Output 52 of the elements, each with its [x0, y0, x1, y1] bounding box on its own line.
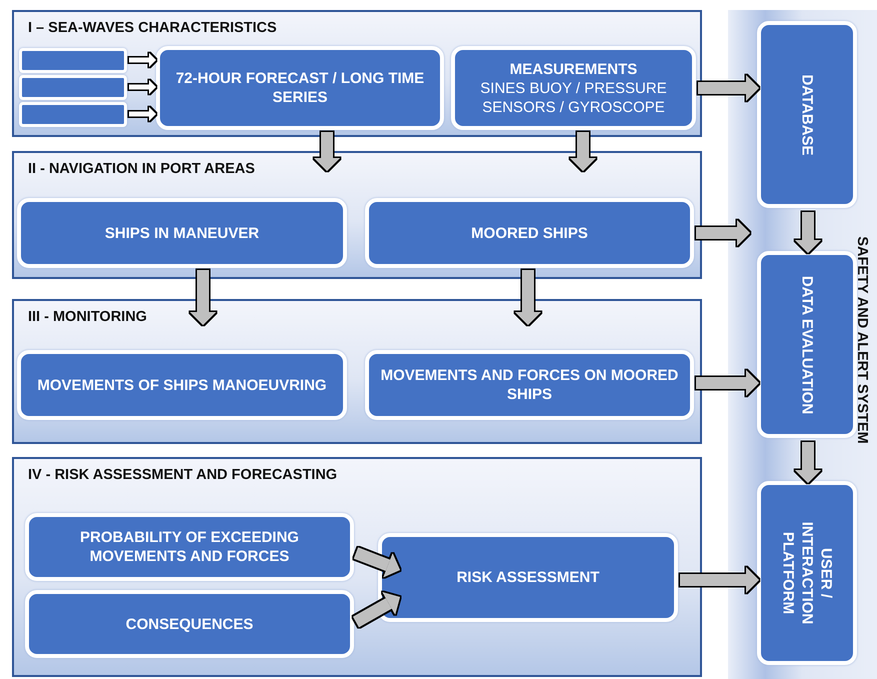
box-label: DATABASE — [798, 72, 816, 158]
section-panel — [12, 10, 702, 137]
block-arrow — [354, 547, 400, 578]
process-box — [25, 590, 354, 658]
section-heading: IV - RISK ASSESSMENT AND FORECASTING — [28, 467, 338, 483]
box-label: CONSEQUENCES — [126, 614, 254, 634]
section-panel — [12, 299, 702, 444]
process-box — [156, 46, 444, 130]
process-box — [365, 198, 694, 268]
process-box — [17, 350, 347, 420]
section-panel — [12, 151, 702, 279]
box-label: 72-HOUR FORECAST / LONG TIME SERIES — [174, 69, 426, 107]
empty-box — [19, 48, 127, 73]
block-arrow — [190, 270, 216, 325]
empty-box — [19, 75, 127, 100]
block-arrow — [696, 220, 750, 246]
section-heading: II - NAVIGATION IN PORT AREAS — [28, 161, 255, 177]
box-label: SHIPS IN MANEUVER — [104, 224, 260, 242]
section-heading: III - MONITORING — [28, 309, 147, 325]
block-arrow — [795, 442, 821, 483]
box-label: PROBABILITY OF EXCEEDING MOVEMENTS AND FORCES — [79, 528, 300, 566]
block-arrow — [129, 107, 156, 121]
process-box — [17, 198, 347, 268]
process-box — [757, 21, 857, 208]
box-label: MEASUREMENTS — [510, 60, 638, 78]
block-arrow — [314, 132, 340, 171]
section-panel — [12, 457, 702, 677]
box-label: MOVEMENTS AND FORCES ON MOORED SHIPS — [380, 366, 680, 404]
system-panel — [728, 10, 877, 679]
process-box — [757, 481, 857, 665]
block-arrow — [680, 567, 759, 593]
block-arrow — [570, 132, 596, 171]
block-arrow — [795, 212, 821, 253]
block-arrow — [696, 370, 759, 396]
block-arrow — [129, 80, 156, 94]
box-subtitle: SINES BUOY / PRESSURE SENSORS / GYROSCOPE — [479, 78, 668, 116]
block-arrow — [515, 270, 541, 325]
block-arrow — [129, 53, 156, 67]
block-arrow — [698, 75, 759, 101]
box-label: USER / INTERACTION PLATFORM — [778, 520, 836, 626]
process-box — [378, 533, 678, 622]
box-label: MOVEMENTS OF SHIPS MANOEUVRING — [37, 376, 327, 394]
process-box — [757, 251, 857, 438]
panel-heading: SAFETY AND ALERT SYSTEM — [854, 236, 870, 444]
process-box — [25, 513, 354, 581]
process-box — [365, 350, 694, 420]
process-box — [451, 46, 696, 130]
box-label: MOORED SHIPS — [471, 224, 588, 242]
box-label: DATA EVALUATION — [798, 274, 816, 416]
section-heading: I – SEA-WAVES CHARACTERISTICS — [28, 20, 277, 36]
box-label: RISK ASSESSMENT — [456, 568, 600, 587]
empty-box — [19, 102, 127, 127]
